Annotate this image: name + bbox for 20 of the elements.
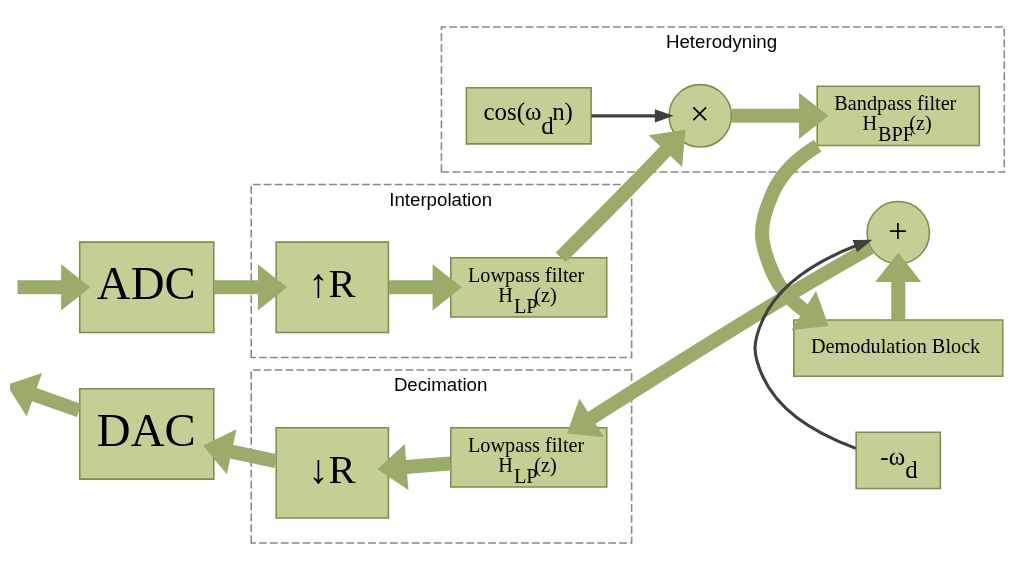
arrow <box>376 444 451 490</box>
arrow <box>202 429 277 475</box>
arrow <box>731 92 828 139</box>
arrow <box>566 241 874 438</box>
node-box: ↑R <box>274 241 389 334</box>
node-box: Demodulation Block <box>792 319 1003 377</box>
arrow <box>9 372 81 418</box>
arrow <box>213 264 287 311</box>
arrow <box>16 264 90 311</box>
arrow <box>753 239 872 450</box>
arrow <box>874 252 921 320</box>
node-box: ADC <box>78 241 215 334</box>
node-circle: + <box>865 200 930 265</box>
node-circle: × <box>667 83 732 148</box>
arrow <box>555 129 685 263</box>
node-box: ↓R <box>274 426 389 519</box>
arrow <box>388 264 462 311</box>
arrow <box>754 139 829 331</box>
node-box: DAC <box>78 387 215 480</box>
arrow <box>591 109 674 123</box>
